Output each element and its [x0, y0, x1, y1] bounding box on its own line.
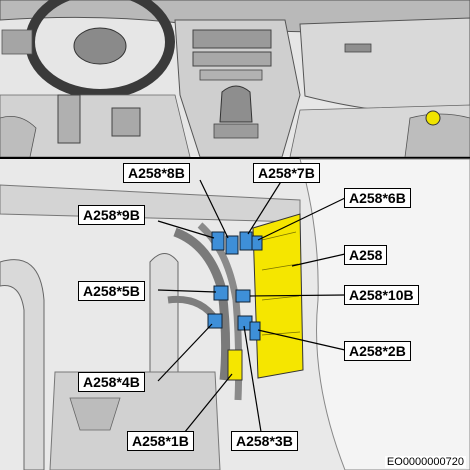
connectors — [207, 231, 263, 341]
callout-a258-8b: A258*8B — [123, 163, 190, 183]
location-marker-dot — [425, 110, 441, 126]
callout-a258-5b: A258*5B — [78, 281, 145, 301]
connector-7b — [239, 231, 253, 251]
connector-9b — [211, 231, 225, 251]
connector-10b — [235, 289, 251, 303]
leader-lines — [157, 179, 346, 439]
callout-a258-2b: A258*2B — [344, 341, 411, 361]
callout-a258-7b: A258*7B — [253, 163, 320, 183]
connector-5b — [213, 285, 229, 301]
callout-a258-1b: A258*1B — [127, 431, 194, 451]
callout-a258-3b: A258*3B — [231, 431, 298, 451]
callout-a258: A258 — [344, 245, 388, 265]
callout-a258-4b: A258*4B — [78, 372, 145, 392]
connector-6b — [251, 235, 263, 251]
callout-a258-10b: A258*10B — [344, 285, 419, 305]
connector-2b — [249, 321, 261, 341]
interior-overview — [0, 0, 470, 158]
callout-a258-9b: A258*9B — [78, 205, 145, 225]
connector-8b — [225, 235, 239, 255]
callout-a258-6b: A258*6B — [344, 188, 411, 208]
document-id: EO0000000720 — [384, 456, 466, 468]
